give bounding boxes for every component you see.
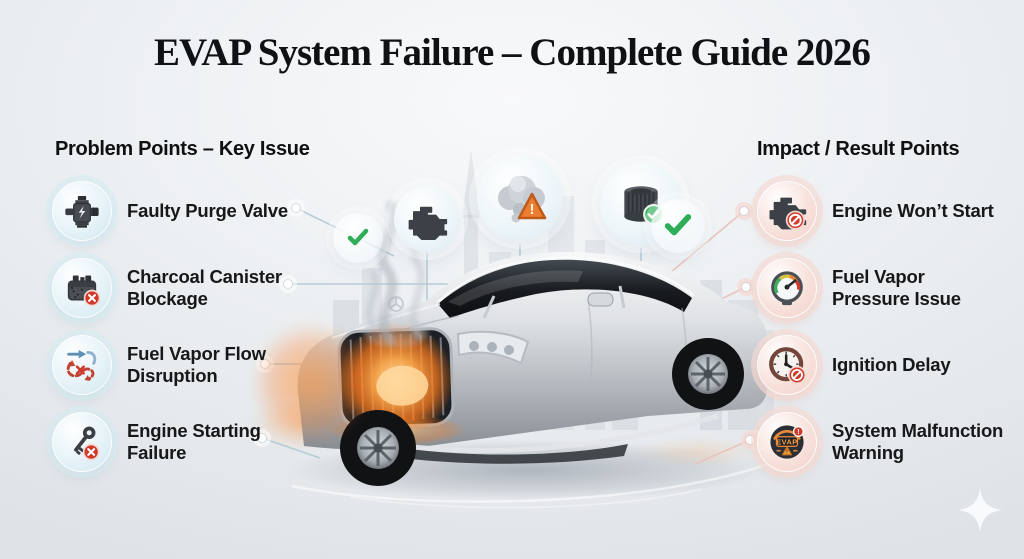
list-item-system-malfunction: EVAP ! ! System Malfunction Warning <box>757 412 1007 472</box>
front-wheel <box>340 410 416 486</box>
icon-circle <box>52 335 112 395</box>
item-label: Fuel Vapor Flow Disruption <box>127 343 266 386</box>
sparkle-icon <box>958 488 1002 532</box>
smoke-warning-icon: ! <box>498 176 547 223</box>
clock-blocked-icon <box>769 347 807 385</box>
list-item-charcoal-canister: Charcoal Canister Blockage <box>52 258 302 318</box>
charcoal-canister-icon <box>67 275 101 307</box>
check-circle-right <box>651 199 705 253</box>
icon-circle <box>52 258 112 318</box>
evap-badge-text: EVAP <box>776 438 797 447</box>
list-item-fuel-vapor-flow: Fuel Vapor Flow Disruption <box>52 335 302 395</box>
item-label: Engine Won’t Start <box>832 200 994 222</box>
engine-icon <box>408 206 448 240</box>
evap-warning-light-icon: EVAP ! ! <box>770 425 804 459</box>
list-item-engine-starting-failure: Engine Starting Failure <box>52 412 302 472</box>
list-item-fuel-vapor-pressure: Fuel Vapor Pressure Issue <box>757 258 1007 318</box>
icon-circle <box>757 258 817 318</box>
icon-circle <box>52 181 112 241</box>
vapor-warning-circle: ! <box>477 155 563 241</box>
rear-wheel <box>672 338 744 410</box>
engine-blocked-icon <box>769 197 807 230</box>
icon-circle <box>52 412 112 472</box>
svg-text:!: ! <box>786 450 788 456</box>
icon-circle <box>757 181 817 241</box>
icon-circle <box>757 335 817 395</box>
pressure-gauge-icon <box>771 271 803 306</box>
fuel-vapor-flow-icon <box>66 350 97 381</box>
check-icon <box>664 214 692 236</box>
svg-text:!: ! <box>797 429 799 436</box>
item-label: Engine Starting Failure <box>127 420 261 463</box>
list-item-faulty-purge-valve: Faulty Purge Valve <box>52 181 302 241</box>
fire-glow <box>256 318 366 448</box>
impact-points-heading: Impact / Result Points <box>757 138 960 160</box>
purge-valve-icon <box>65 196 99 228</box>
car-illustration <box>297 251 767 486</box>
item-label: Ignition Delay <box>832 354 951 376</box>
problem-points-heading: Problem Points – Key Issue <box>55 138 310 160</box>
list-item-engine-wont-start: Engine Won’t Start <box>757 181 1007 241</box>
item-label: Fuel Vapor Pressure Issue <box>832 266 961 309</box>
list-item-ignition-delay: Ignition Delay <box>757 335 1007 395</box>
icon-circle: EVAP ! ! <box>757 412 817 472</box>
item-label: Charcoal Canister Blockage <box>127 266 282 309</box>
page-title: EVAP System Failure – Complete Guide 202… <box>154 31 871 74</box>
item-label: System Malfunction Warning <box>832 420 1004 463</box>
engine-status-circle <box>394 186 460 252</box>
item-label: Faulty Purge Valve <box>127 200 288 222</box>
svg-text:!: ! <box>530 201 535 218</box>
ignition-key-icon <box>74 426 100 461</box>
smoke-wisps <box>364 198 430 347</box>
check-circle-left <box>333 213 383 263</box>
check-icon <box>347 228 369 246</box>
